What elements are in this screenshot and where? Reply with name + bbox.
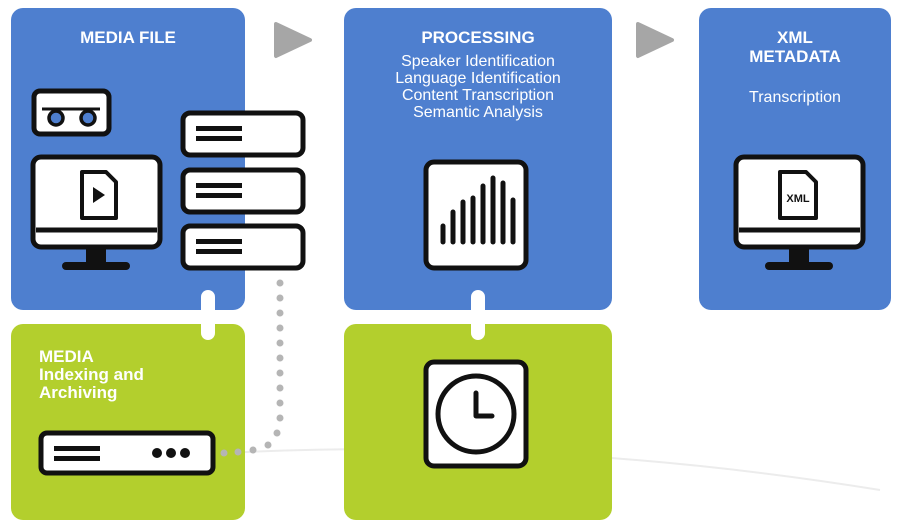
processing-panel: PROCESSING Speaker Identification Langua… — [344, 8, 612, 310]
icons-layer: XML — [30, 22, 866, 476]
media-connector — [201, 290, 215, 340]
dotted-connector-line — [220, 279, 284, 457]
media-file-title: MEDIA FILE — [80, 28, 176, 47]
processing-connector — [471, 290, 485, 340]
processing-task-language: Language Identification — [395, 70, 561, 87]
audio-waveform-icon — [423, 159, 529, 271]
media-indexing-title-line3: Archiving — [39, 383, 118, 402]
server-rack-icon — [38, 430, 216, 476]
xml-metadata-title-line2: METADATA — [749, 47, 841, 66]
media-indexing-title-line1: MEDIA — [39, 347, 94, 366]
xml-file-badge: XML — [786, 193, 810, 205]
xml-file-monitor-icon: XML — [733, 154, 866, 270]
processing-title: PROCESSING — [421, 28, 535, 47]
document-stack-icon — [180, 110, 306, 271]
xml-metadata-title-line1: XML — [777, 28, 813, 47]
arrow-right-icon-2 — [636, 22, 674, 58]
xml-metadata-subtitle: Transcription — [749, 89, 841, 106]
processing-task-speaker: Speaker Identification — [401, 53, 555, 70]
processing-task-transcription: Content Transcription — [401, 87, 555, 104]
cassette-icon — [31, 88, 112, 137]
processing-task-semantic: Semantic Analysis — [413, 104, 543, 121]
video-file-monitor-icon — [30, 154, 163, 270]
clock-icon — [423, 359, 529, 469]
media-indexing-title-line2: Indexing and — [39, 365, 144, 384]
arrow-right-icon-1 — [274, 22, 312, 58]
media-indexing-panel: MEDIA Indexing and Archiving — [11, 324, 245, 520]
